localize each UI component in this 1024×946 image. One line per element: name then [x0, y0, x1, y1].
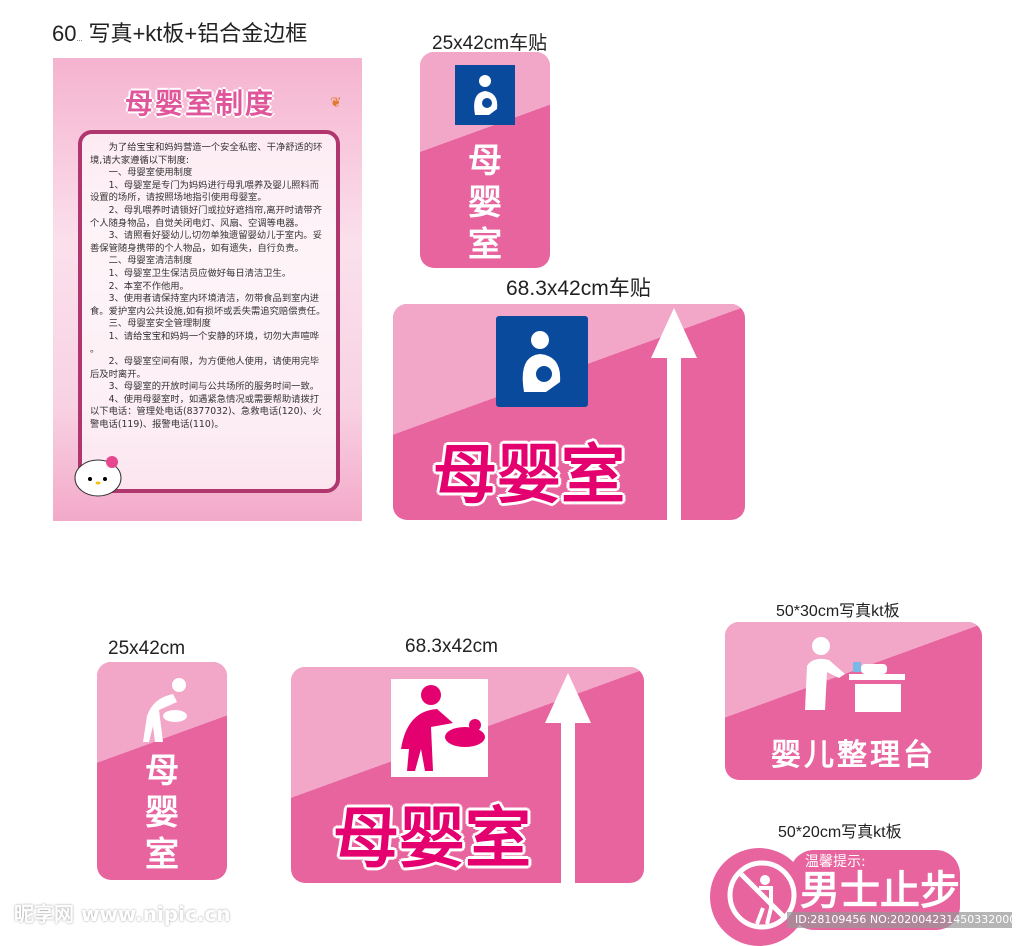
room-text: 母婴室 [333, 800, 531, 877]
sign4-size-label: 68.3x42cm [405, 636, 498, 657]
sign1-size-label: 25x42cm车贴 [432, 33, 548, 54]
changing-table-sign: 婴儿整理台 [725, 622, 982, 780]
poster-rules-text: 为了给宝宝和妈妈营造一个安全私密、干净舒适的环境,请大家遵循以下制度:一、母婴室… [78, 130, 340, 493]
room-text-vertical: 母婴室 [468, 141, 502, 265]
changing-room-sign-small: 母婴室 [97, 662, 227, 880]
baby-changing-icon [143, 678, 187, 742]
tip-label: 温馨提示: [805, 854, 866, 870]
baby-changing-icon [391, 679, 488, 777]
no-men-icon [727, 860, 797, 930]
butterfly-icon: ❦ [330, 95, 342, 111]
sign6-size-label: 50*20cm写真kt板 [778, 824, 902, 841]
sign2-size-label: 68.3x42cm车贴 [506, 277, 651, 300]
room-text: 母婴室 [433, 439, 625, 513]
poster-title: 母婴室制度 [125, 87, 276, 120]
image-id-bar: ID:28109456 NO:20200423145033200000 [787, 912, 1024, 928]
room-sign-large: 母婴室 [393, 304, 745, 520]
watermark: 昵享网 www.nipic.cn [14, 902, 231, 926]
poster-size-label: 60... 写真+kt板+铝合金边框 [52, 21, 308, 46]
hello-kitty-logo [74, 456, 122, 497]
no-men-text: 男士止步 [800, 868, 960, 914]
sign3-size-label: 25x42cm [108, 638, 186, 659]
sign5-size-label: 50*30cm写真kt板 [776, 603, 900, 620]
up-arrow-icon [651, 308, 697, 520]
changing-room-sign-large: 母婴室 [291, 667, 644, 883]
breastfeeding-icon [455, 65, 515, 125]
changing-table-text: 婴儿整理台 [771, 738, 936, 773]
baby-changing-table-icon [805, 637, 905, 712]
up-arrow-icon [545, 673, 591, 883]
room-sign-small: 母婴室 [420, 52, 550, 268]
room-text-vertical: 母婴室 [145, 751, 179, 875]
breastfeeding-icon [496, 316, 588, 407]
